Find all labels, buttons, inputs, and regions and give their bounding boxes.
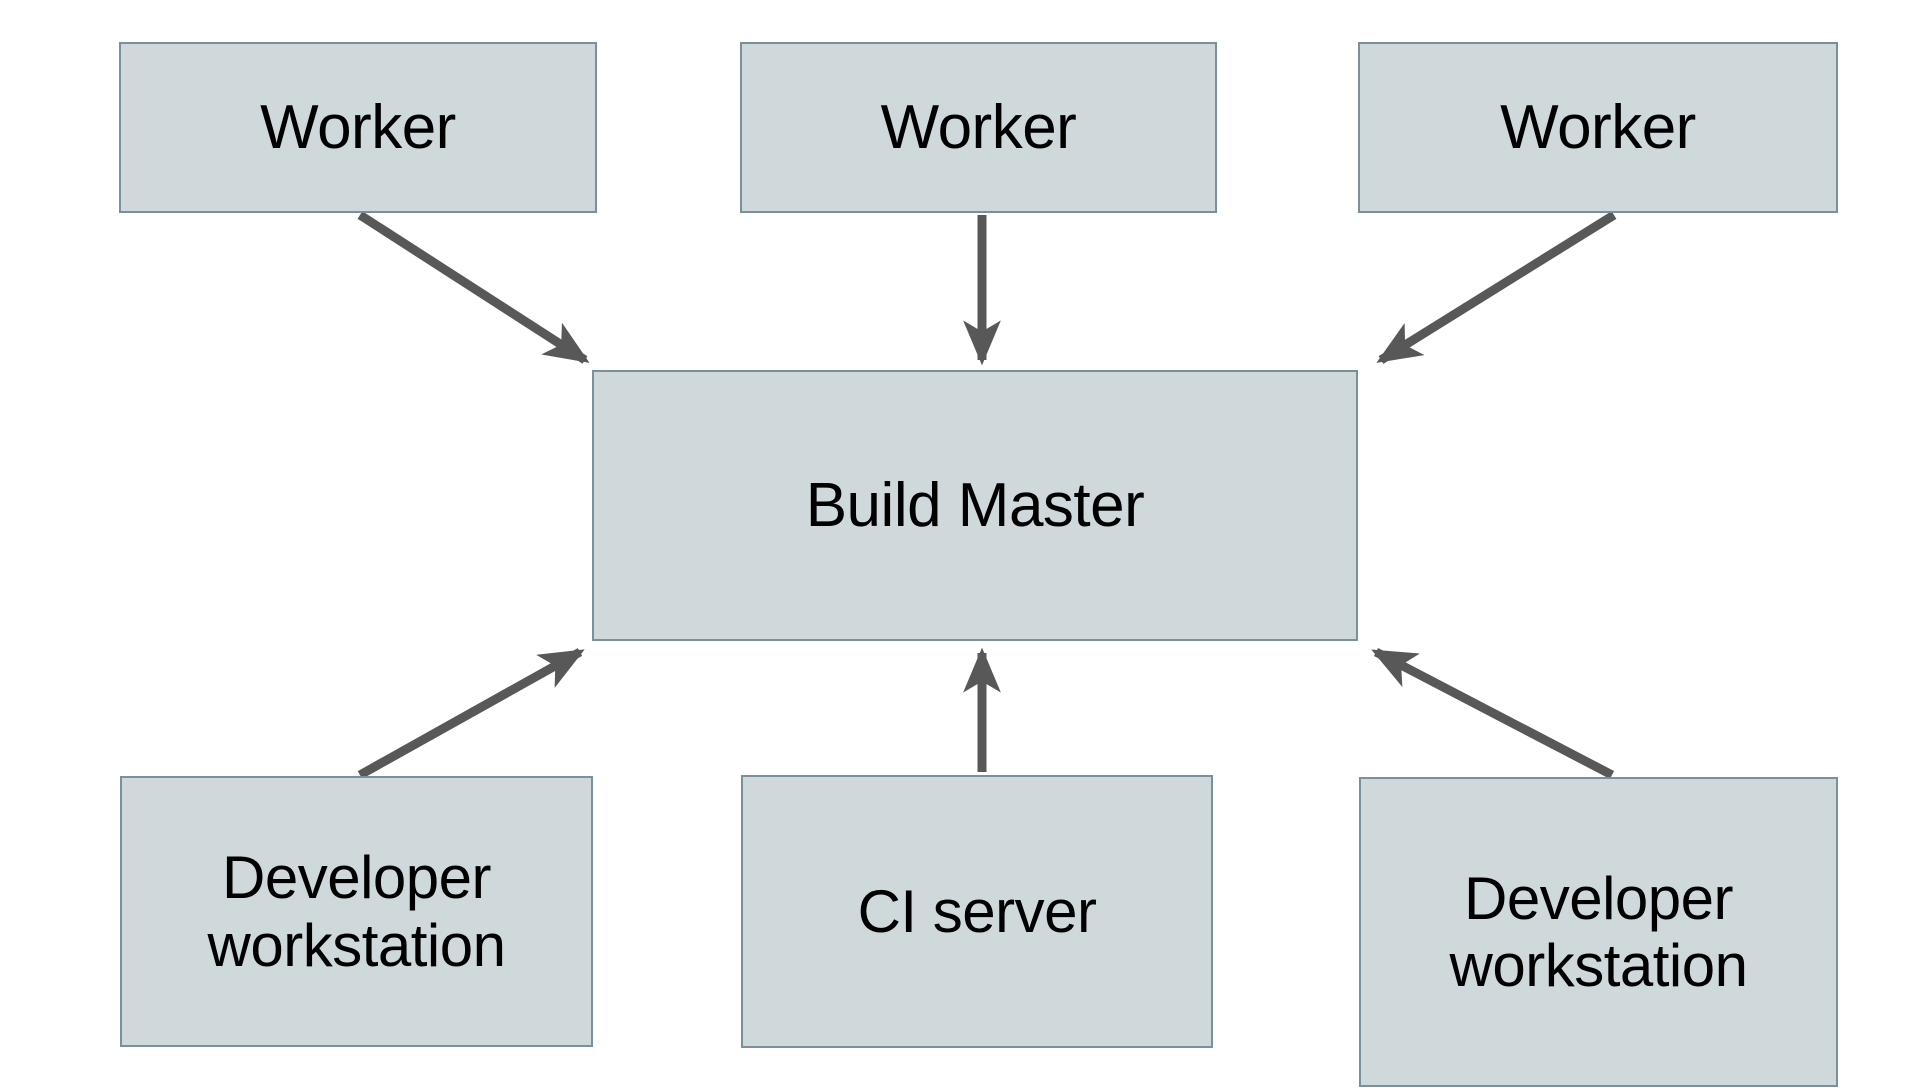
edge-devright-to-master — [1371, 648, 1615, 779]
edge-worker1-to-master — [357, 211, 590, 364]
node-worker-3[interactable]: Worker — [1358, 42, 1838, 213]
edge-worker3-to-master — [1376, 211, 1617, 364]
node-ci-server[interactable]: CI server — [741, 775, 1213, 1048]
node-worker-1-label: Worker — [260, 92, 456, 162]
node-build-master-label: Build Master — [805, 470, 1145, 540]
node-build-master[interactable]: Build Master — [592, 370, 1358, 641]
node-worker-3-label: Worker — [1500, 92, 1696, 162]
node-worker-2-label: Worker — [880, 92, 1077, 162]
node-worker-1[interactable]: Worker — [119, 42, 597, 213]
edge-devleft-to-master — [357, 648, 585, 779]
node-developer-workstation-left[interactable]: Developer workstation — [120, 776, 593, 1047]
node-worker-2[interactable]: Worker — [740, 42, 1217, 213]
node-developer-workstation-right[interactable]: Developer workstation — [1359, 777, 1838, 1087]
node-ci-server-label: CI server — [857, 877, 1097, 945]
node-developer-workstation-right-label: Developer workstation — [1449, 864, 1748, 999]
node-developer-workstation-left-label: Developer workstation — [207, 844, 506, 979]
